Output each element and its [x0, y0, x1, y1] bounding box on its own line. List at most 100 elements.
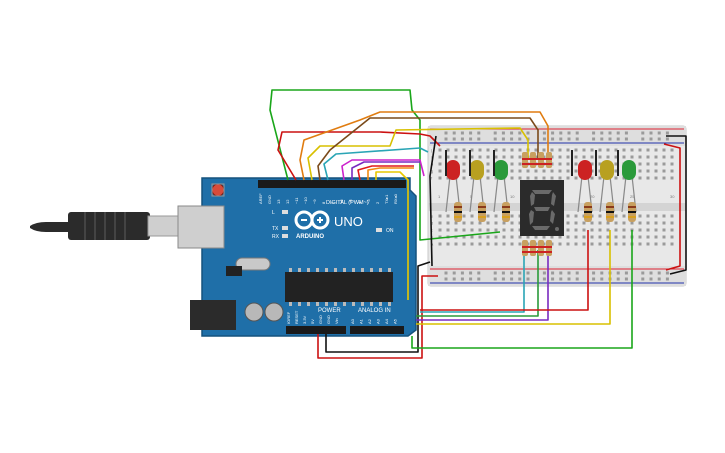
breadboard-hole[interactable]: [462, 169, 466, 173]
resistors[interactable]: [454, 152, 636, 256]
reset-button[interactable]: [211, 183, 225, 197]
breadboard-hole[interactable]: [638, 162, 642, 166]
breadboard-hole[interactable]: [510, 137, 514, 141]
breadboard-hole[interactable]: [446, 242, 450, 246]
breadboard-hole[interactable]: [646, 148, 650, 152]
breadboard-hole[interactable]: [590, 148, 594, 152]
breadboard-hole[interactable]: [534, 235, 538, 239]
breadboard-hole[interactable]: [654, 214, 658, 218]
breadboard-hole[interactable]: [452, 131, 456, 135]
breadboard-hole[interactable]: [462, 148, 466, 152]
breadboard-hole[interactable]: [662, 176, 666, 180]
breadboard-hole[interactable]: [470, 148, 474, 152]
breadboard-hole[interactable]: [502, 155, 506, 159]
breadboard-hole[interactable]: [542, 131, 546, 135]
breadboard-hole[interactable]: [486, 214, 490, 218]
breadboard-hole[interactable]: [662, 235, 666, 239]
breadboard-hole[interactable]: [614, 155, 618, 159]
breadboard-hole[interactable]: [454, 221, 458, 225]
breadboard-hole[interactable]: [662, 214, 666, 218]
breadboard-hole[interactable]: [662, 169, 666, 173]
breadboard-hole[interactable]: [526, 131, 530, 135]
breadboard-hole[interactable]: [486, 228, 490, 232]
breadboard-hole[interactable]: [493, 131, 497, 135]
breadboard-hole[interactable]: [526, 277, 530, 281]
breadboard-hole[interactable]: [486, 242, 490, 246]
breadboard-hole[interactable]: [638, 242, 642, 246]
breadboard-hole[interactable]: [616, 137, 620, 141]
breadboard-hole[interactable]: [598, 214, 602, 218]
breadboard-hole[interactable]: [575, 131, 579, 135]
breadboard-hole[interactable]: [510, 214, 514, 218]
breadboard-hole[interactable]: [444, 271, 448, 275]
breadboard-hole[interactable]: [614, 221, 618, 225]
breadboard-hole[interactable]: [494, 228, 498, 232]
breadboard-hole[interactable]: [558, 235, 562, 239]
breadboard-hole[interactable]: [501, 137, 505, 141]
breadboard-hole[interactable]: [622, 176, 626, 180]
breadboard-hole[interactable]: [592, 277, 596, 281]
breadboard-hole[interactable]: [518, 242, 522, 246]
breadboard-hole[interactable]: [606, 148, 610, 152]
breadboard-hole[interactable]: [494, 155, 498, 159]
breadboard-hole[interactable]: [649, 277, 653, 281]
breadboard-hole[interactable]: [510, 228, 514, 232]
analog-header[interactable]: [350, 326, 404, 334]
breadboard-hole[interactable]: [494, 148, 498, 152]
breadboard-hole[interactable]: [657, 277, 661, 281]
breadboard-hole[interactable]: [477, 131, 481, 135]
breadboard-hole[interactable]: [462, 214, 466, 218]
breadboard-hole[interactable]: [654, 228, 658, 232]
breadboard-hole[interactable]: [606, 228, 610, 232]
breadboard-hole[interactable]: [559, 277, 563, 281]
breadboard-hole[interactable]: [510, 148, 514, 152]
breadboard-hole[interactable]: [582, 221, 586, 225]
breadboard-hole[interactable]: [559, 131, 563, 135]
breadboard-hole[interactable]: [574, 162, 578, 166]
breadboard-hole[interactable]: [526, 271, 530, 275]
breadboard-hole[interactable]: [470, 228, 474, 232]
breadboard-hole[interactable]: [606, 242, 610, 246]
breadboard-hole[interactable]: [654, 155, 658, 159]
breadboard-hole[interactable]: [462, 235, 466, 239]
breadboard-hole[interactable]: [526, 176, 530, 180]
breadboard-hole[interactable]: [608, 131, 612, 135]
breadboard-hole[interactable]: [510, 176, 514, 180]
breadboard-hole[interactable]: [657, 271, 661, 275]
breadboard-hole[interactable]: [606, 221, 610, 225]
breadboard-hole[interactable]: [493, 137, 497, 141]
breadboard-hole[interactable]: [649, 131, 653, 135]
breadboard-hole[interactable]: [446, 221, 450, 225]
breadboard-hole[interactable]: [477, 277, 481, 281]
breadboard-hole[interactable]: [558, 242, 562, 246]
breadboard-hole[interactable]: [478, 235, 482, 239]
breadboard-hole[interactable]: [438, 148, 442, 152]
breadboard-hole[interactable]: [575, 271, 579, 275]
breadboard-hole[interactable]: [567, 271, 571, 275]
breadboard-hole[interactable]: [542, 169, 546, 173]
breadboard-hole[interactable]: [534, 176, 538, 180]
breadboard-hole[interactable]: [518, 137, 522, 141]
breadboard-hole[interactable]: [518, 271, 522, 275]
breadboard-hole[interactable]: [478, 148, 482, 152]
breadboard-hole[interactable]: [534, 148, 538, 152]
breadboard-hole[interactable]: [551, 131, 555, 135]
breadboard-hole[interactable]: [452, 137, 456, 141]
breadboard-hole[interactable]: [486, 162, 490, 166]
breadboard-hole[interactable]: [574, 221, 578, 225]
breadboard-hole[interactable]: [446, 148, 450, 152]
breadboard-hole[interactable]: [462, 242, 466, 246]
breadboard-hole[interactable]: [486, 235, 490, 239]
breadboard-hole[interactable]: [567, 131, 571, 135]
breadboard-hole[interactable]: [622, 221, 626, 225]
breadboard-hole[interactable]: [446, 228, 450, 232]
digital-header[interactable]: [258, 180, 406, 188]
breadboard-hole[interactable]: [542, 235, 546, 239]
breadboard-hole[interactable]: [460, 131, 464, 135]
breadboard-hole[interactable]: [646, 176, 650, 180]
breadboard-hole[interactable]: [518, 169, 522, 173]
breadboard-hole[interactable]: [470, 176, 474, 180]
breadboard-hole[interactable]: [454, 242, 458, 246]
breadboard-hole[interactable]: [598, 242, 602, 246]
